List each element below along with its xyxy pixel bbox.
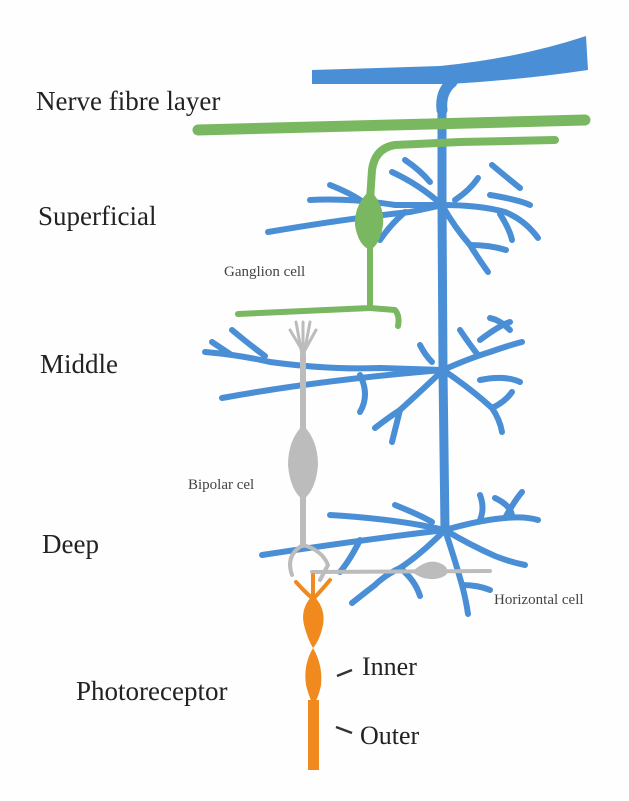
ganglion-dendrite-tip [367,305,402,329]
bipolar-soma [288,425,318,500]
label-outer-segment: Outer [360,721,420,750]
horizontal-soma [412,561,448,580]
label-horizontal-cell: Horizontal cell [494,592,584,608]
outer-pointer [335,725,353,735]
label-middle: Middle [40,349,118,379]
label-superficial: Superficial [38,201,156,231]
label-deep: Deep [42,529,99,559]
middle-plexus [202,315,525,445]
vessel-main-vertical [437,95,450,535]
photoreceptor-inner-segment [305,648,322,704]
photoreceptor-cell [294,573,353,770]
inner-pointer [336,668,353,678]
ganglion-soma [354,190,384,250]
superficial-plexus [265,157,541,275]
horizontal-cell [310,561,492,580]
ganglion-dendrite [235,245,373,317]
label-ganglion-cell: Ganglion cell [224,264,305,280]
bipolar-cell [288,320,330,582]
photoreceptor-outer-segment [308,700,319,770]
label-nerve-fibre-layer: Nerve fibre layer [36,86,220,116]
bipolar-terminal [288,543,330,582]
label-inner-segment: Inner [362,652,417,681]
label-photoreceptor: Photoreceptor [76,676,227,706]
ganglion-cell [192,114,591,329]
ganglion-axon [366,136,559,204]
vessel-top-trunk [312,36,588,84]
photoreceptor-terminal [294,573,332,600]
nerve-fibre-axon [192,114,591,136]
horizontal-process [310,569,492,574]
label-bipolar-cell: Bipolar cel [188,477,254,493]
blood-vessel-network [202,36,588,617]
photoreceptor-synaptic-body [303,595,324,648]
